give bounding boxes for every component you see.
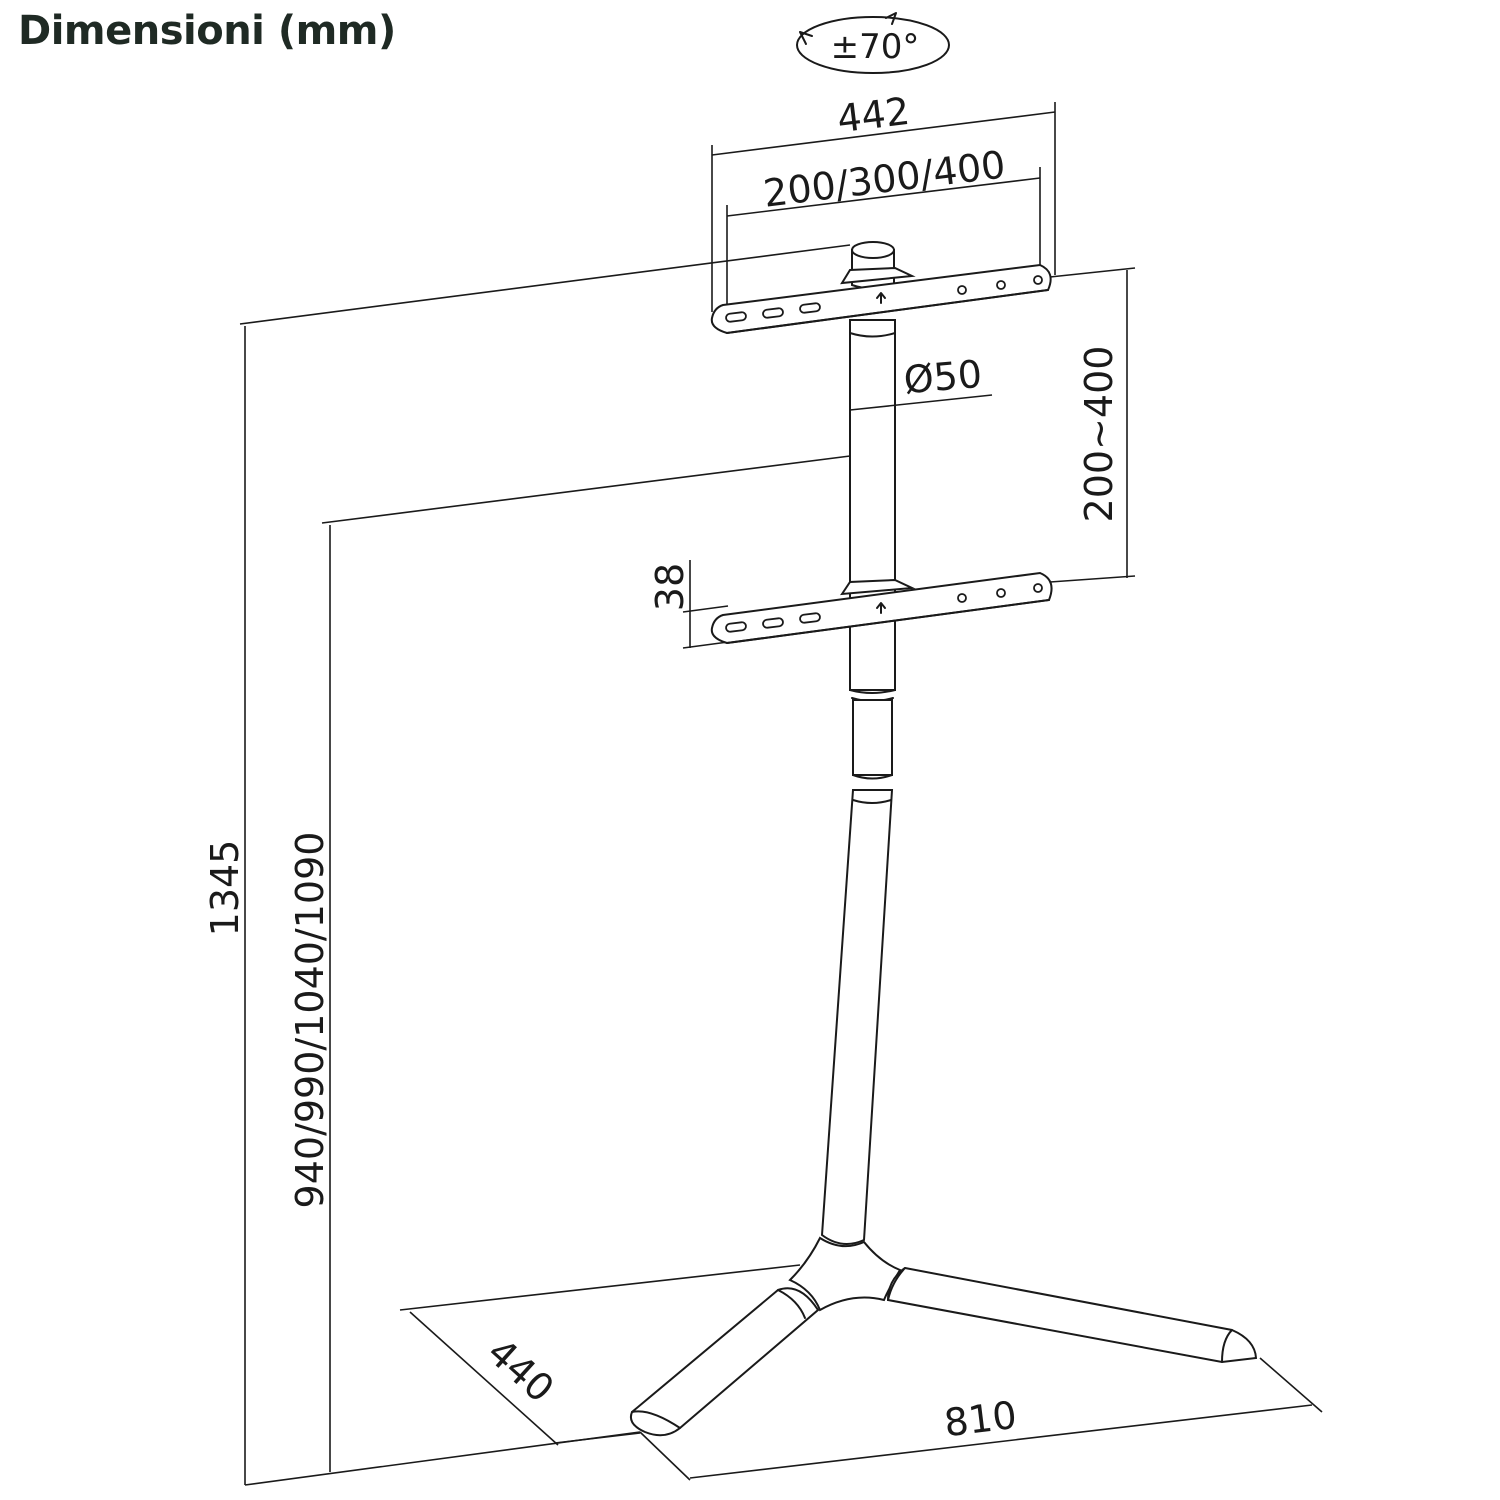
page-title: Dimensioni (mm) [18,8,396,54]
rotation-arrow-right-icon [885,12,897,25]
upper-bracket [710,263,1052,335]
rotation-label: ±70° [831,27,920,67]
dimension-vertical-vesa: 200~400 [1049,267,1136,583]
dimension-base-width: 810 [639,1393,1313,1481]
dimension-base-depth: 440 [409,1311,562,1446]
up-arrow-icon [876,292,886,304]
up-arrow-icon [876,602,886,614]
vesa-spacing-label: 200/300/400 [761,142,1008,215]
dimension-pole-diameter: Ø50 [849,352,993,411]
upper-bracket-slots [725,275,1043,323]
base-width-label: 810 [942,1393,1019,1446]
pole [820,241,896,1245]
dimension-bracket-height: 38 [648,560,729,649]
rotation-arrow-left-icon [799,31,813,45]
vertical-vesa-label: 200~400 [1077,346,1121,523]
rotation-indicator: ±70° [796,12,950,74]
total-height-label: 1345 [203,840,247,937]
base [629,1236,1258,1437]
floor-outline [399,1264,1323,1444]
lower-bracket-slots [725,583,1043,633]
bracket-heights-label: 940/990/1040/1090 [288,832,332,1209]
lower-bracket [710,571,1053,645]
pole-diameter-label: Ø50 [902,352,984,403]
bracket-width-label: 442 [835,89,912,142]
bracket-height-label: 38 [648,563,692,611]
dimension-bracket-heights: 940/990/1040/1090 [288,455,851,1472]
base-depth-label: 440 [479,1330,562,1411]
dimension-bracket-width: 442 [711,89,1056,312]
